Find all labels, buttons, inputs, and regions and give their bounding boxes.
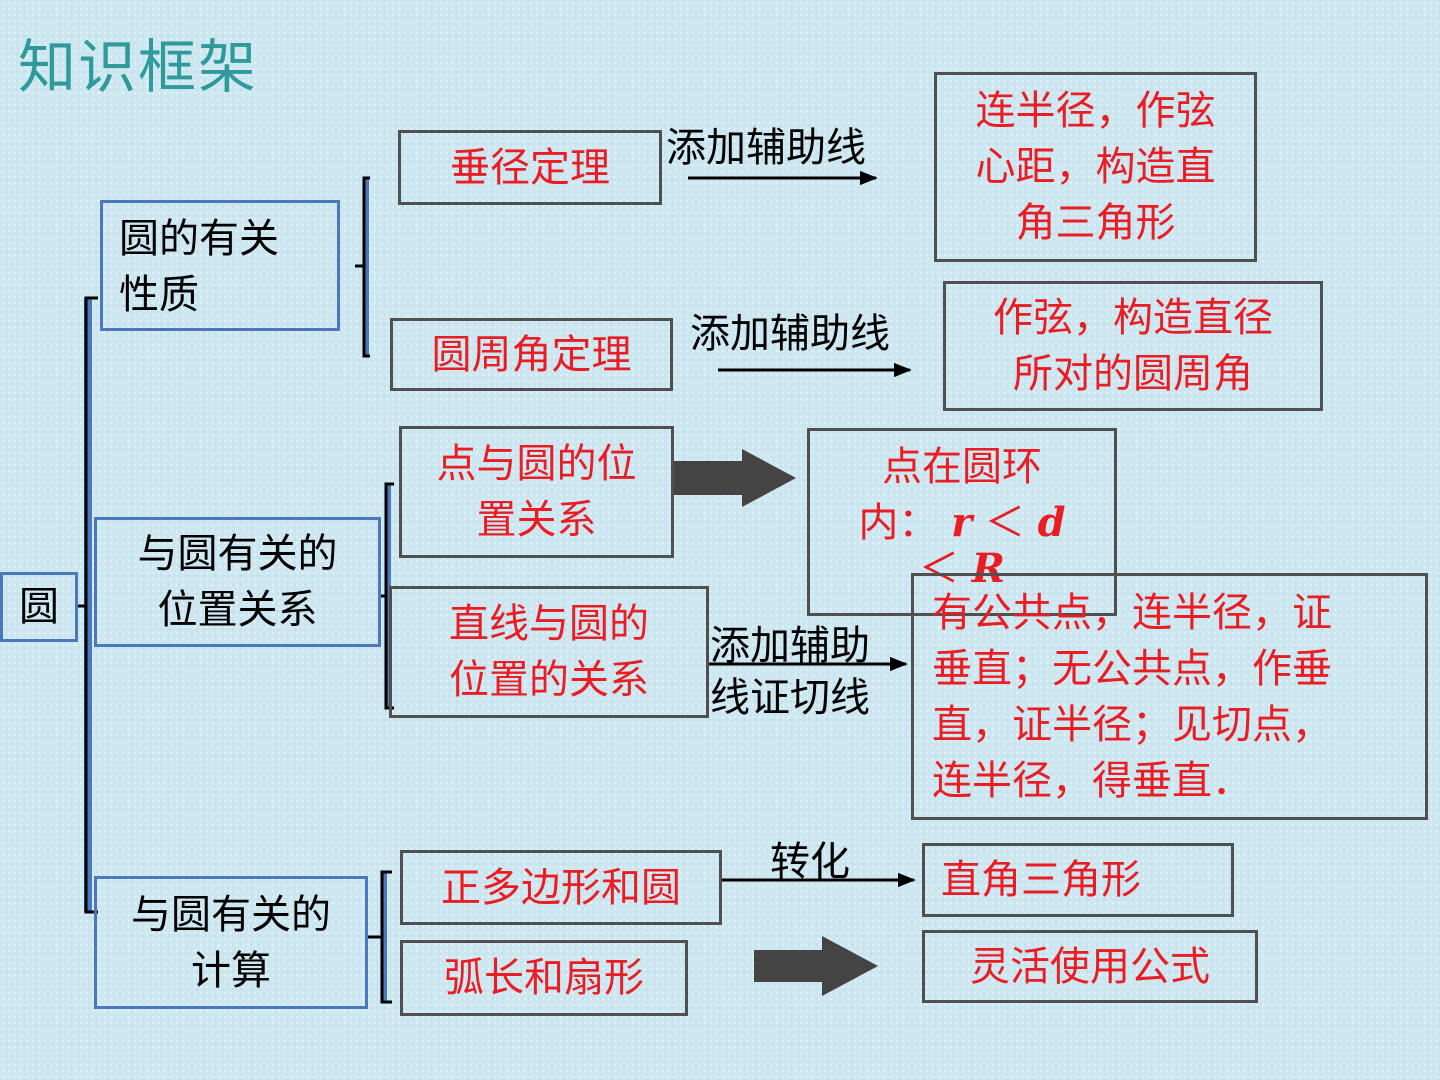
result-radius-chord-line-2: 心距，构造直 [975,144,1216,190]
page-title: 知识框架 [18,33,259,101]
result-tangent-method-line-1: 有公共点，连半径，证 [932,589,1332,636]
connector-transform: 转化 [770,839,850,885]
result-use-formula-box: 灵活使用公式 [922,930,1258,1003]
topic-regular-polygon-label: 正多边形和圆 [441,864,681,911]
calculation-bracket [368,870,392,1004]
category-properties-line-1: 圆的有关 [119,215,279,262]
result-annulus-r: r [951,499,973,546]
topic-perpendicular-diameter-label: 垂径定理 [450,144,610,191]
result-annulus-line-3: ＜ R [858,541,1065,597]
category-position-line-1: 与圆有关的 [137,531,338,577]
result-chord-diameter-box: 作弦，构造直径 所对的圆周角 [943,281,1323,411]
connector-aux-tangent: 添加辅助 线证切线 [710,620,870,724]
result-right-triangle-label: 直角三角形 [941,857,1141,903]
block-arrow-formula [754,936,878,996]
result-annulus-box: 点在圆环 内： r ＜ d ＜ R [807,428,1117,616]
result-chord-diameter-line-2: 所对的圆周角 [1013,351,1253,397]
topic-perpendicular-diameter-box: 垂径定理 [398,130,662,205]
result-tangent-method-box: 有公共点，连半径，证 垂直；无公共点，作垂 直，证半径；见切点， 连半径，得垂直… [911,573,1428,820]
category-properties-line-2: 性质 [119,271,199,318]
result-tangent-method-line-4: 连半径，得垂直． [932,757,1252,804]
category-position-box: 与圆有关的 位置关系 [94,517,381,647]
topic-inscribed-angle-box: 圆周角定理 [390,318,673,391]
result-annulus-prefix: 内： [858,500,939,546]
result-annulus-line-2: 内： r ＜ d [858,495,1065,551]
topic-line-circle-line-2: 位置的关系 [449,657,649,703]
topic-point-circle-box: 点与圆的位 置关系 [399,426,674,558]
result-annulus-lt-1: ＜ [984,500,1025,546]
category-calculation-line-2: 计算 [191,947,271,994]
result-chord-diameter-line-1: 作弦，构造直径 [993,295,1273,341]
result-radius-chord-line-3: 角三角形 [1015,200,1176,246]
category-position-line-2: 位置关系 [157,587,318,633]
block-arrow-annulus [672,449,796,507]
category-calculation-line-1: 与圆有关的 [131,891,331,938]
result-annulus-d: d [1037,499,1066,546]
topic-arc-sector-box: 弧长和扇形 [400,940,688,1016]
result-annulus-lt-2: ＜ [919,546,959,592]
connector-aux-line-2: 添加辅助线 [690,311,890,357]
result-tangent-method-line-3: 直，证半径；见切点， [932,701,1332,748]
topic-point-circle-line-2: 置关系 [476,497,597,543]
result-tangent-method-line-2: 垂直；无公共点，作垂 [932,645,1332,692]
category-properties-box: 圆的有关 性质 [100,200,340,331]
result-radius-chord-box: 连半径，作弦 心距，构造直 角三角形 [934,72,1257,262]
result-annulus-line-1: 点在圆环 [881,444,1042,490]
topic-point-circle-line-1: 点与圆的位 [436,441,637,487]
root-circle-box: 圆 [0,572,78,642]
topic-inscribed-angle-label: 圆周角定理 [431,331,632,378]
root-circle-label: 圆 [19,584,59,630]
topic-regular-polygon-box: 正多边形和圆 [400,850,722,925]
topic-line-circle-box: 直线与圆的 位置的关系 [389,586,709,718]
connector-aux-tangent-line-2: 线证切线 [710,675,870,721]
topic-arc-sector-label: 弧长和扇形 [444,955,644,1001]
properties-bracket [355,176,370,358]
result-annulus-R: R [971,545,1005,592]
result-right-triangle-box: 直角三角形 [922,843,1234,917]
result-radius-chord-line-1: 连半径，作弦 [975,88,1216,134]
connector-aux-tangent-line-1: 添加辅助 [710,623,870,669]
topic-line-circle-line-1: 直线与圆的 [449,601,649,647]
connector-aux-line-1: 添加辅助线 [666,125,866,171]
category-calculation-box: 与圆有关的 计算 [94,876,368,1009]
result-use-formula-label: 灵活使用公式 [970,943,1210,990]
